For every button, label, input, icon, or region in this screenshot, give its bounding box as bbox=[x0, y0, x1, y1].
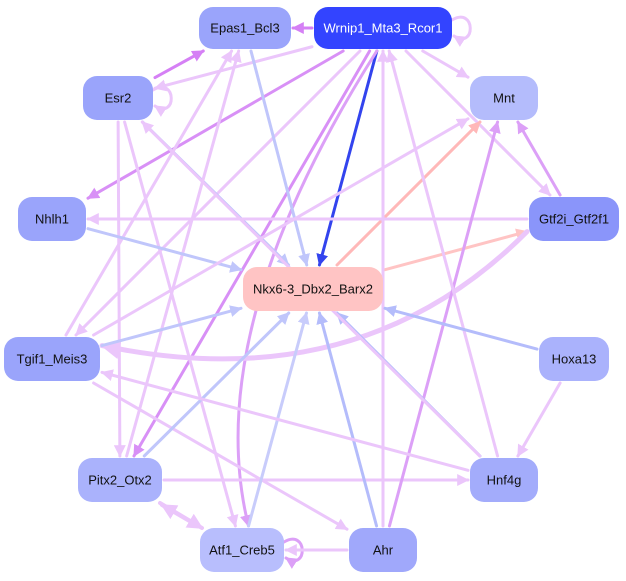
node-epas1_bcl3[interactable]: Epas1_Bcl3 bbox=[199, 7, 291, 49]
edge-nkx6-3_dbx2_barx2-to-gtf2i_gtf2f1 bbox=[383, 228, 529, 272]
edge-esr2-to-epas1_bcl3 bbox=[153, 49, 205, 80]
edges-layer bbox=[64, 15, 562, 569]
node-label: Nhlh1 bbox=[35, 212, 69, 227]
node-ahr[interactable]: Ahr bbox=[349, 528, 417, 572]
edge-hoxa13-to-nkx6-3_dbx2_barx2 bbox=[383, 305, 539, 351]
edge-gtf2i_gtf2f1-to-tgif1_meis3 bbox=[99, 229, 530, 362]
node-box[interactable] bbox=[200, 528, 284, 572]
node-label: Mnt bbox=[493, 91, 515, 106]
node-box[interactable] bbox=[243, 267, 383, 311]
node-label: Tgif1_Meis3 bbox=[17, 352, 88, 367]
edge-pitx2_otx2-to-nkx6-3_dbx2_barx2 bbox=[142, 311, 291, 458]
node-mnt[interactable]: Mnt bbox=[470, 76, 538, 120]
edge-ahr-to-nkx6-3_dbx2_barx2 bbox=[316, 311, 379, 528]
edge-esr2-to-esr2 bbox=[151, 85, 173, 117]
node-label: Ahr bbox=[373, 543, 394, 558]
node-tgif1_meis3[interactable]: Tgif1_Meis3 bbox=[4, 337, 100, 381]
node-wrnip1_mta3_rcor1[interactable]: Wrnip1_Mta3_Rcor1 bbox=[314, 7, 452, 49]
node-label: Wrnip1_Mta3_Rcor1 bbox=[324, 21, 443, 36]
node-box[interactable] bbox=[529, 197, 619, 241]
node-label: Nkx6-3_Dbx2_Barx2 bbox=[253, 282, 373, 297]
edge-tgif1_meis3-to-ahr bbox=[92, 381, 349, 531]
edge-hnf4g-to-tgif1_meis3 bbox=[100, 369, 470, 472]
edge-atf1_creb5-to-pitx2_otx2 bbox=[160, 503, 200, 528]
node-box[interactable] bbox=[83, 76, 153, 120]
node-nhlh1[interactable]: Nhlh1 bbox=[18, 197, 86, 241]
edge-epas1_bcl3-to-nkx6-3_dbx2_barx2 bbox=[249, 49, 310, 267]
node-box[interactable] bbox=[78, 458, 162, 502]
edge-tgif1_meis3-to-epas1_bcl3 bbox=[64, 49, 234, 337]
node-hoxa13[interactable]: Hoxa13 bbox=[539, 337, 609, 381]
node-box[interactable] bbox=[470, 76, 538, 120]
edge-hnf4g-to-wrnip1_mta3_rcor1 bbox=[386, 49, 500, 458]
edge-nkx6-3_dbx2_barx2-to-mnt bbox=[335, 120, 482, 267]
node-box[interactable] bbox=[4, 337, 100, 381]
node-label: Atf1_Creb5 bbox=[209, 543, 275, 558]
edge-gtf2i_gtf2f1-to-mnt bbox=[516, 120, 562, 197]
edge-wrnip1_mta3_rcor1-to-mnt bbox=[421, 49, 470, 79]
node-box[interactable] bbox=[18, 197, 86, 241]
node-atf1_creb5[interactable]: Atf1_Creb5 bbox=[200, 528, 284, 572]
node-hnf4g[interactable]: Hnf4g bbox=[470, 458, 538, 502]
node-gtf2i_gtf2f1[interactable]: Gtf2i_Gtf2f1 bbox=[529, 197, 619, 241]
edge-esr2-to-pitx2_otx2 bbox=[113, 120, 126, 458]
edge-wrnip1_mta3_rcor1-to-pitx2_otx2 bbox=[132, 49, 372, 458]
node-nkx6-3_dbx2_barx2[interactable]: Nkx6-3_Dbx2_Barx2 bbox=[243, 267, 383, 311]
edge-nhlh1-to-nkx6-3_dbx2_barx2 bbox=[86, 227, 243, 273]
edge-wrnip1_mta3_rcor1-to-tgif1_meis3 bbox=[74, 49, 362, 337]
edge-wrnip1_mta3_rcor1-to-nhlh1 bbox=[86, 49, 345, 200]
node-box[interactable] bbox=[314, 7, 452, 49]
node-label: Pitx2_Otx2 bbox=[88, 473, 152, 488]
node-box[interactable] bbox=[470, 458, 538, 502]
node-esr2[interactable]: Esr2 bbox=[83, 76, 153, 120]
node-label: Esr2 bbox=[105, 91, 132, 106]
node-box[interactable] bbox=[349, 528, 417, 572]
edge-hoxa13-to-hnf4g bbox=[516, 381, 562, 458]
edge-wrnip1_mta3_rcor1-to-wrnip1_mta3_rcor1 bbox=[450, 15, 472, 47]
edge-tgif1_meis3-to-nkx6-3_dbx2_barx2 bbox=[100, 305, 243, 348]
node-label: Epas1_Bcl3 bbox=[210, 21, 279, 36]
node-label: Gtf2i_Gtf2f1 bbox=[539, 212, 609, 227]
node-box[interactable] bbox=[199, 7, 291, 49]
node-pitx2_otx2[interactable]: Pitx2_Otx2 bbox=[78, 458, 162, 502]
node-label: Hoxa13 bbox=[552, 352, 597, 367]
edge-tgif1_meis3-to-mnt bbox=[92, 117, 470, 337]
node-box[interactable] bbox=[539, 337, 609, 381]
node-label: Hnf4g bbox=[487, 473, 522, 488]
edge-wrnip1_mta3_rcor1-to-nkx6-3_dbx2_barx2 bbox=[316, 49, 379, 267]
